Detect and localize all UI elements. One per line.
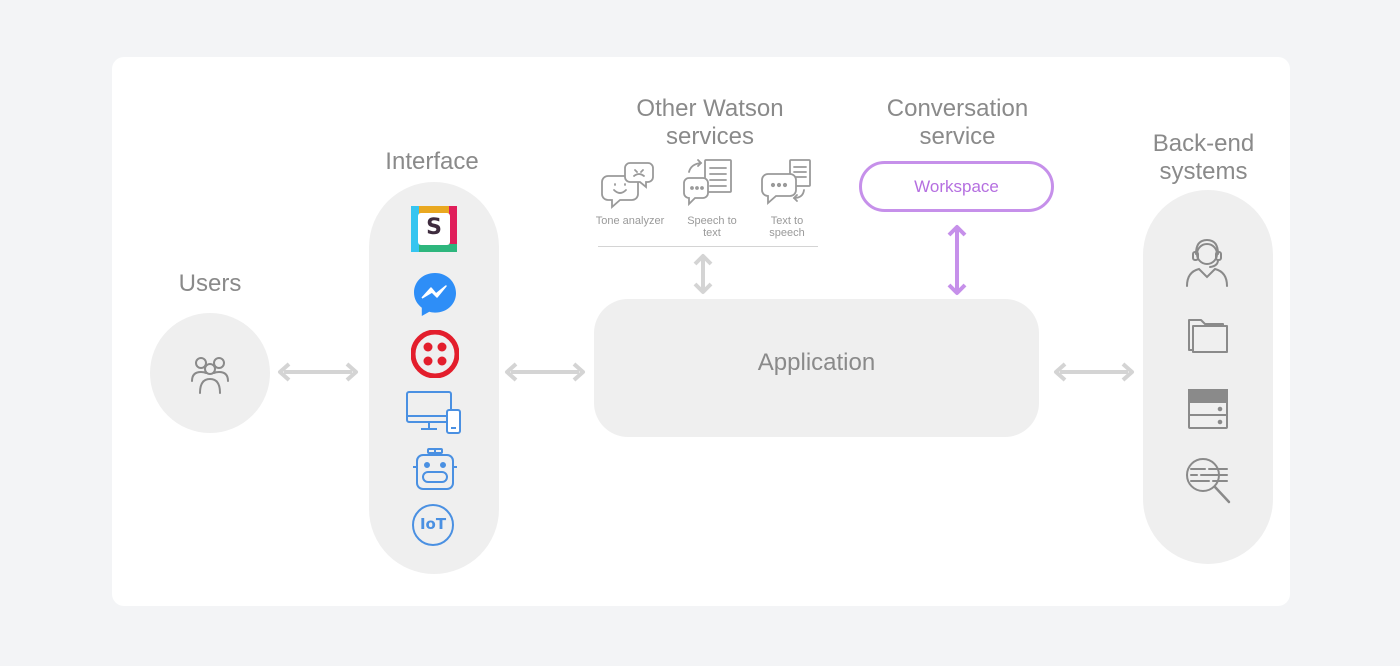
data-search-icon[interactable]: [1183, 455, 1235, 507]
workspace-application-arrow: [947, 225, 967, 295]
twilio-icon[interactable]: [411, 330, 459, 378]
users-label: Users: [178, 270, 242, 297]
application-backend-arrow: [1054, 362, 1134, 382]
text-to-speech-label: Text to speech: [769, 215, 805, 240]
watson-application-arrow: [693, 254, 713, 294]
workspace-label: Workspace: [914, 177, 999, 196]
slack-letter: S: [426, 215, 442, 240]
interface-label: Interface: [385, 148, 479, 175]
speech-to-text-icon[interactable]: [683, 158, 735, 208]
backend-node[interactable]: [1143, 190, 1273, 564]
tone-analyzer-icon[interactable]: [600, 160, 656, 210]
agent-icon[interactable]: [1183, 236, 1231, 288]
backend-label: Back-end systems: [1152, 130, 1255, 185]
application-label: Application: [757, 349, 876, 376]
iot-icon[interactable]: IoT: [412, 504, 454, 546]
watson-services-divider: [598, 246, 818, 247]
devices-icon[interactable]: [405, 390, 463, 436]
interface-application-arrow: [505, 362, 585, 382]
iot-text: IoT: [419, 515, 447, 533]
users-interface-arrow: [278, 362, 358, 382]
text-to-speech-icon[interactable]: [760, 158, 814, 208]
robot-icon[interactable]: [412, 447, 458, 493]
users-node[interactable]: [150, 313, 270, 433]
messenger-icon[interactable]: [412, 271, 458, 317]
workspace-node[interactable]: Workspace: [859, 161, 1054, 212]
server-icon[interactable]: [1187, 388, 1229, 430]
other-watson-label: Other Watson services: [636, 95, 784, 150]
slack-icon[interactable]: S: [411, 206, 457, 252]
tone-analyzer-label: Tone analyzer: [595, 215, 665, 227]
users-icon: [186, 353, 234, 395]
conversation-label: Conversation service: [886, 95, 1029, 150]
application-node[interactable]: Application: [594, 299, 1039, 437]
folder-icon[interactable]: [1187, 316, 1229, 354]
speech-to-text-label: Speech to text: [687, 215, 737, 240]
